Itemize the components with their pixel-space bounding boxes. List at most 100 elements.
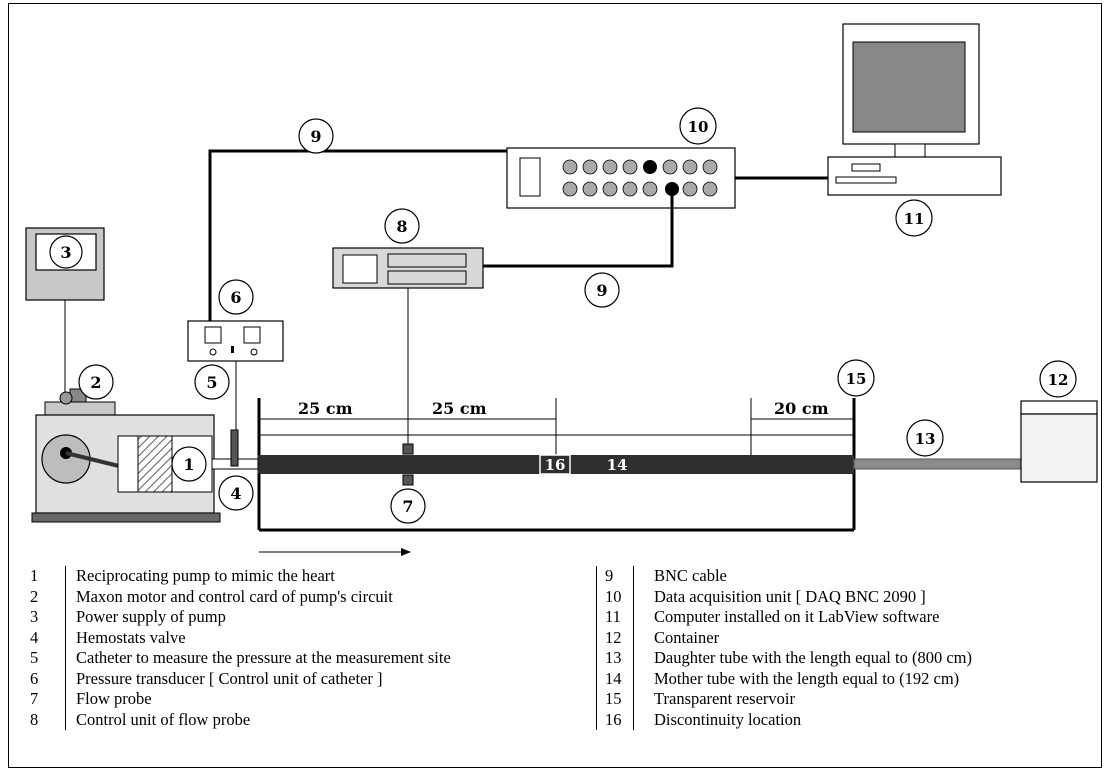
legend-separator xyxy=(65,668,66,689)
legend-separator xyxy=(596,709,597,730)
tube-assembly xyxy=(211,398,856,556)
legend-num: 4 xyxy=(30,627,39,647)
legend-separator xyxy=(65,586,66,607)
legend-separator xyxy=(596,668,597,689)
tube-label-16: 16 xyxy=(545,456,566,474)
legend-text: BNC cable xyxy=(654,566,727,585)
legend-row: 16 Discontinuity location xyxy=(596,709,972,730)
callout-10-text: 10 xyxy=(688,118,709,136)
legend-row: 13 Daughter tube with the length equal to… xyxy=(596,648,972,669)
legend-separator xyxy=(596,607,597,628)
callout-4: 4 xyxy=(218,475,254,511)
legend-separator xyxy=(596,689,597,710)
legend-text: Flow probe xyxy=(76,689,152,708)
dimension-label-3: 20 cm xyxy=(774,399,829,418)
legend-separator xyxy=(65,709,66,730)
legend-text: Reciprocating pump to mimic the heart xyxy=(76,566,335,585)
tube-label-14: 14 xyxy=(607,456,628,474)
legend-separator xyxy=(633,627,634,648)
legend-num: 6 xyxy=(30,668,39,688)
legend-row: 7 Flow probe xyxy=(30,689,451,710)
legend-row: 9 BNC cable xyxy=(596,566,972,587)
legend-separator xyxy=(633,709,634,730)
legend-num: 10 xyxy=(605,586,622,606)
callout-7-text: 7 xyxy=(402,497,413,516)
legend-text: Container xyxy=(654,627,720,647)
legend-row: 8 Control unit of flow probe xyxy=(30,709,451,730)
legend-row: 2 Maxon motor and control card of pump's … xyxy=(30,586,451,607)
legend-separator xyxy=(596,627,597,648)
callout-9-top-text: 9 xyxy=(310,127,321,146)
computer xyxy=(827,23,1002,196)
legend-text: Catheter to measure the pressure at the … xyxy=(76,648,451,667)
callout-11-text: 11 xyxy=(904,210,925,228)
reciprocating-pump xyxy=(31,388,221,523)
legend-separator xyxy=(633,689,634,710)
legend-separator xyxy=(596,586,597,607)
legend-text: Discontinuity location xyxy=(654,709,802,729)
callout-1: 1 xyxy=(171,446,207,482)
legend-text: Maxon motor and control card of pump's c… xyxy=(76,586,393,606)
callout-6-text: 6 xyxy=(230,288,241,307)
legend-separator xyxy=(633,566,634,587)
legend-separator xyxy=(633,668,634,689)
legend-separator xyxy=(633,648,634,669)
legend-text: Control unit of flow probe xyxy=(76,709,251,729)
legend-num: 13 xyxy=(605,648,622,667)
callout-12: 12 xyxy=(1039,360,1077,398)
legend-num: 8 xyxy=(30,709,39,729)
legend-num: 11 xyxy=(605,607,621,626)
legend-num: 5 xyxy=(30,648,39,667)
dimension-label-1: 25 cm xyxy=(298,399,353,418)
legend-num: 9 xyxy=(605,566,614,585)
callout-2-text: 2 xyxy=(90,373,101,392)
callout-7: 7 xyxy=(390,488,426,524)
legend-num: 2 xyxy=(30,586,39,606)
callout-15: 15 xyxy=(837,359,875,397)
legend-num: 16 xyxy=(605,709,622,729)
legend-separator xyxy=(633,607,634,628)
legend-separator xyxy=(633,586,634,607)
legend-right: 9 BNC cable 10 Data acquisition unit [ DAQ… xyxy=(596,566,972,730)
flow-probe-control-unit xyxy=(332,247,484,446)
legend-text: Pressure transducer [ Control unit of ca… xyxy=(76,668,383,688)
callout-5: 5 xyxy=(194,364,230,400)
legend-text: Data acquisition unit [ DAQ BNC 2090 ] xyxy=(654,586,926,606)
daq-unit xyxy=(506,147,828,209)
callout-8-text: 8 xyxy=(396,217,407,236)
dimension-label-2: 25 cm xyxy=(432,399,487,418)
legend-num: 12 xyxy=(605,627,622,647)
bnc-cable-2 xyxy=(482,189,674,268)
legend-num: 15 xyxy=(605,689,622,708)
legend-num: 7 xyxy=(30,689,39,708)
legend-separator xyxy=(65,627,66,648)
container xyxy=(1020,400,1098,483)
legend-separator xyxy=(596,648,597,669)
daughter-tube xyxy=(853,458,1023,470)
callout-6: 6 xyxy=(218,279,254,315)
legend-separator xyxy=(65,566,66,587)
callout-12-text: 12 xyxy=(1048,371,1069,389)
callout-1-text: 1 xyxy=(183,455,194,474)
legend-separator xyxy=(65,689,66,710)
callout-10: 10 xyxy=(679,107,717,145)
callout-11: 11 xyxy=(895,199,933,237)
callout-3: 3 xyxy=(49,235,83,269)
callout-5-text: 5 xyxy=(206,373,217,392)
callout-2: 2 xyxy=(78,364,114,400)
callout-13-text: 13 xyxy=(915,430,936,448)
callout-9-bottom: 9 xyxy=(584,272,620,308)
callout-13: 13 xyxy=(906,419,944,457)
legend-separator xyxy=(65,607,66,628)
legend-text: Daughter tube with the length equal to (… xyxy=(654,648,972,667)
pressure-transducer xyxy=(187,320,284,430)
callout-4-text: 4 xyxy=(230,484,241,503)
legend-row: 6 Pressure transducer [ Control unit of c… xyxy=(30,668,451,689)
